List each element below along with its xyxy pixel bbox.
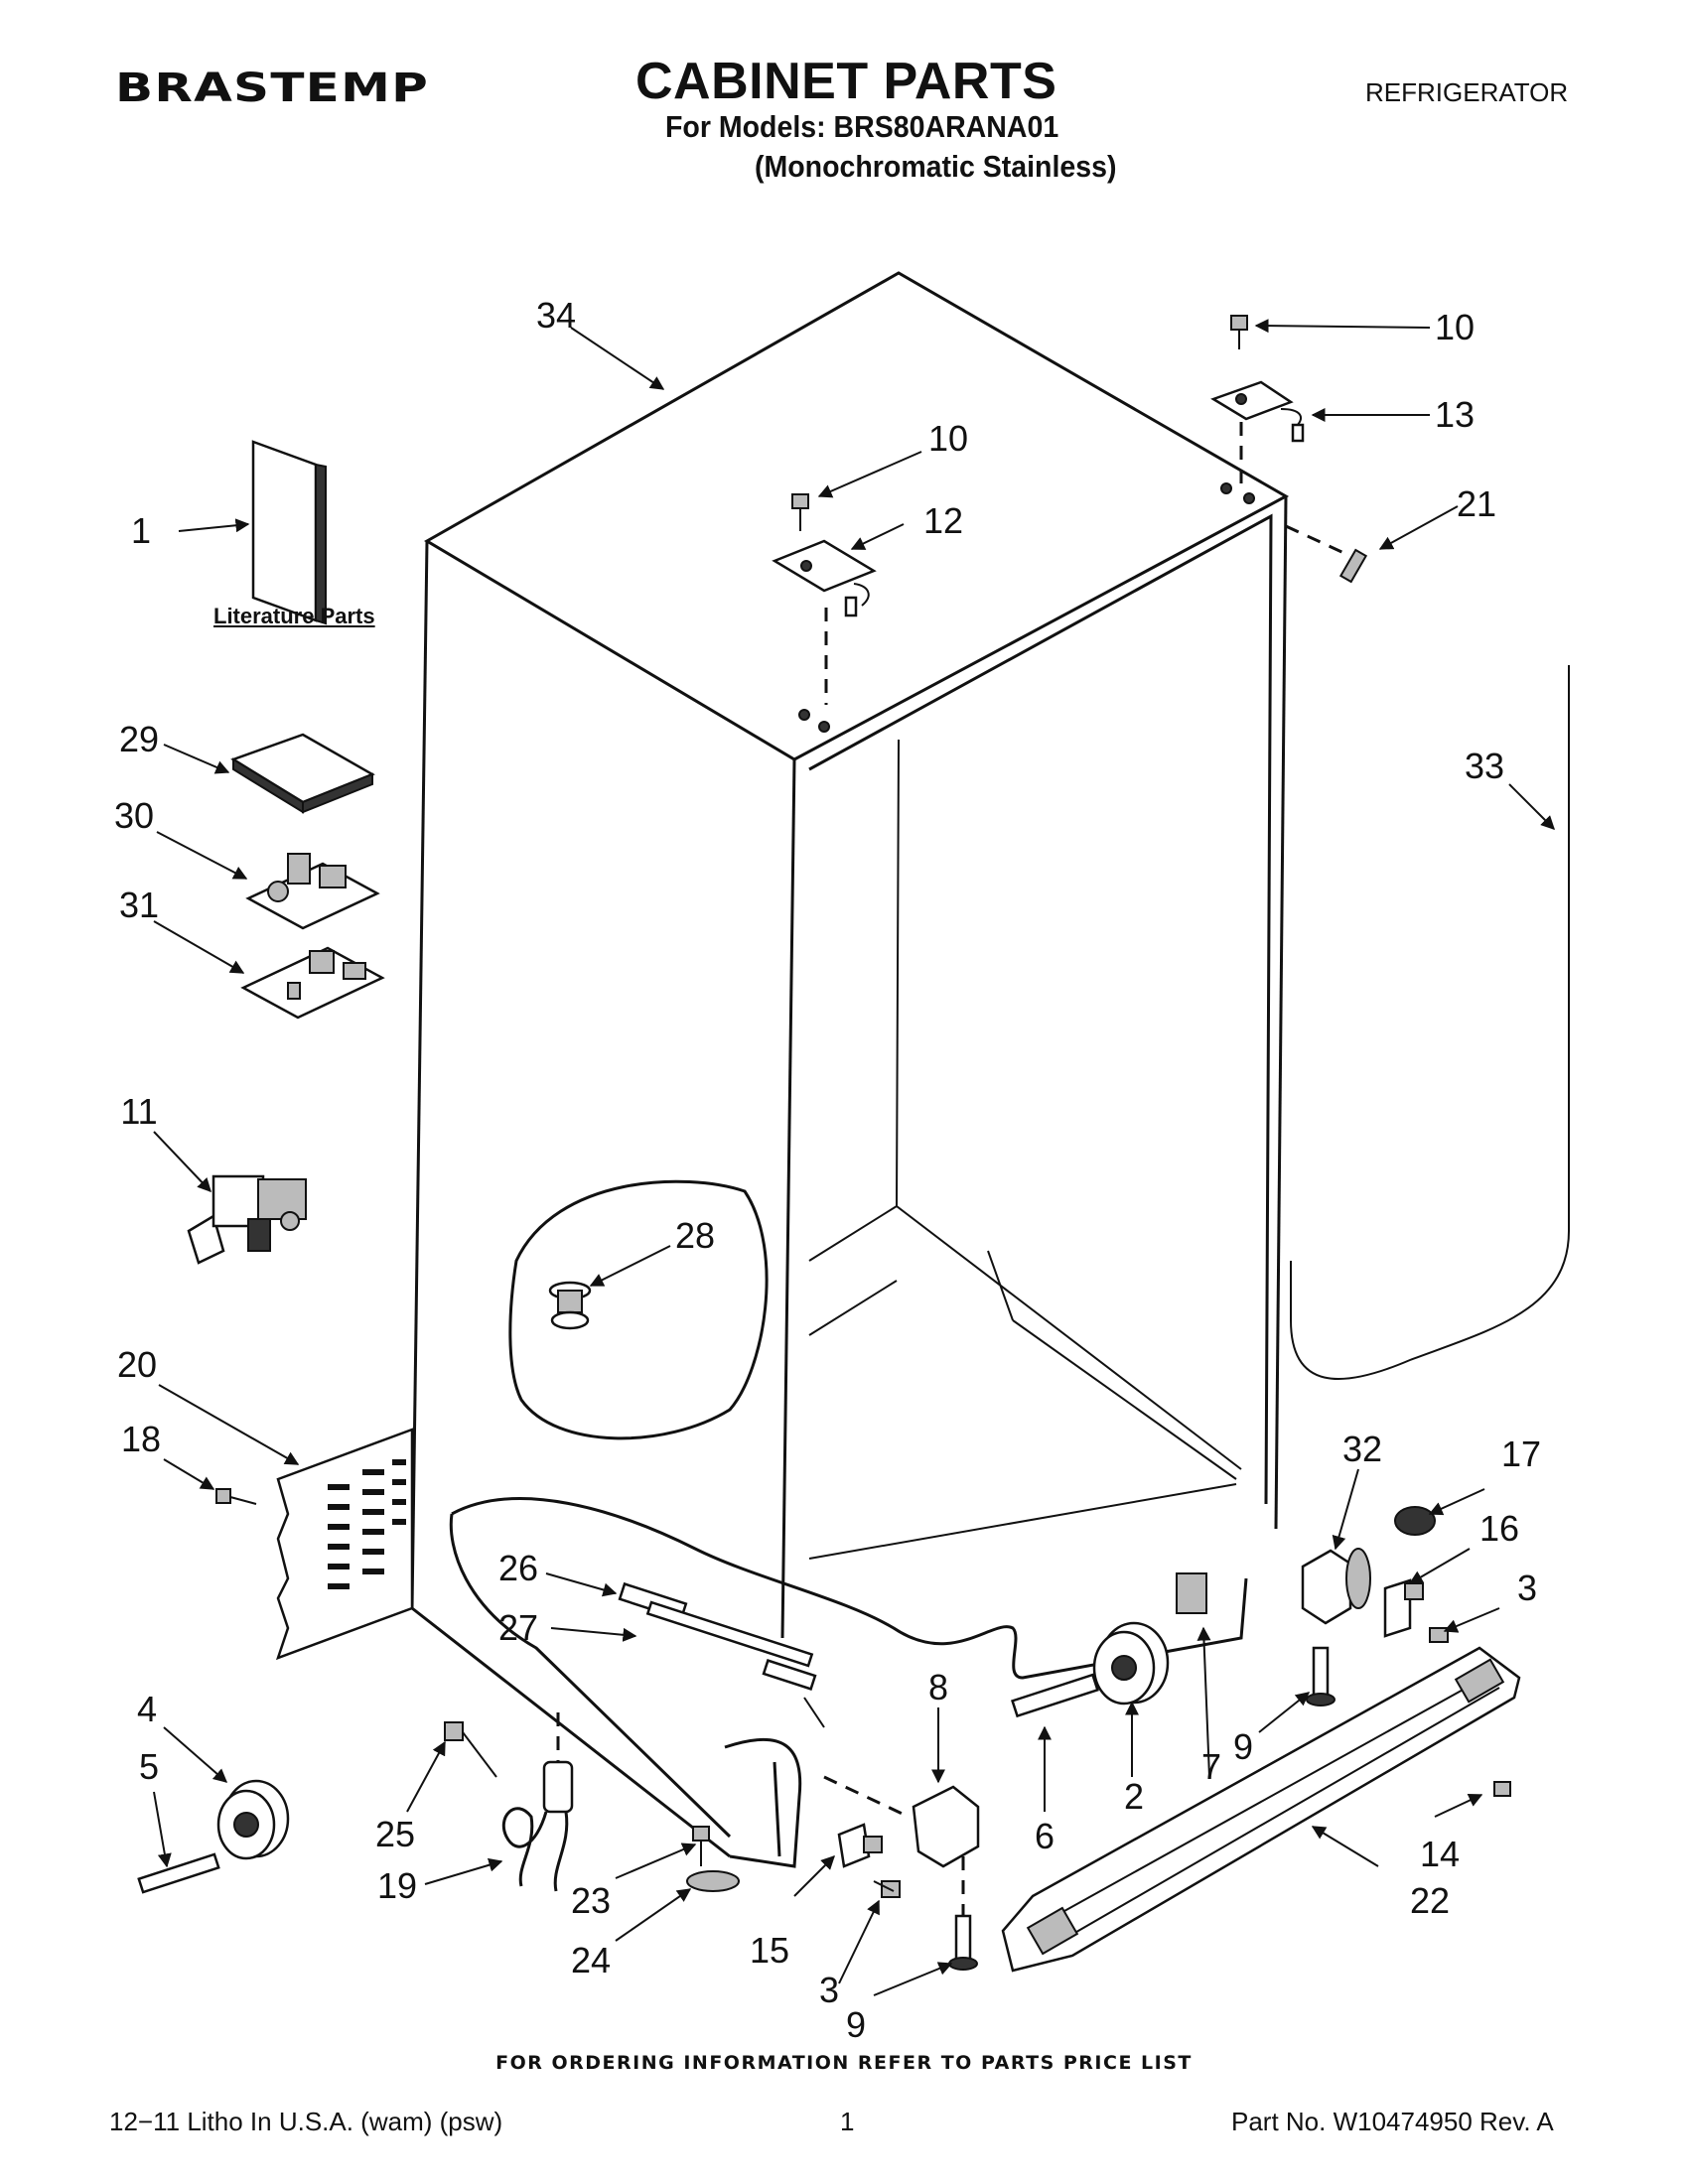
callout-2: 2 xyxy=(1123,1776,1145,1817)
callout-31: 31 xyxy=(118,885,160,925)
callout-1: 1 xyxy=(130,510,152,551)
callout-4: 4 xyxy=(136,1689,158,1729)
callout-6: 6 xyxy=(1034,1816,1055,1856)
ordering-note: FOR ORDERING INFORMATION REFER TO PARTS … xyxy=(495,2052,1193,2074)
callout-10-right: 10 xyxy=(1434,307,1476,347)
front-roller xyxy=(137,1779,290,1894)
literature-booklet xyxy=(251,440,327,625)
callout-15: 15 xyxy=(749,1930,790,1971)
callout-33: 33 xyxy=(1464,746,1505,786)
rear-hinge-bracket xyxy=(1301,1506,1449,1706)
litho-info: 12−11 Litho In U.S.A. (wam) (psw) xyxy=(109,2107,503,2136)
callout-28: 28 xyxy=(674,1215,716,1256)
brand-logo: BRASTEMP xyxy=(115,66,429,111)
callout-27: 27 xyxy=(497,1607,539,1648)
callout-3-right: 3 xyxy=(1516,1568,1538,1608)
water-valve xyxy=(187,1174,307,1265)
rear-roller xyxy=(1011,1621,1170,1718)
product-category: REFRIGERATOR xyxy=(1365,77,1569,107)
power-board xyxy=(245,853,380,930)
callout-14: 14 xyxy=(1419,1834,1461,1874)
literature-parts-label: Literature Parts xyxy=(213,604,375,628)
roller-spacer xyxy=(1176,1572,1207,1614)
callout-20: 20 xyxy=(116,1344,158,1385)
drain-tubes xyxy=(618,1581,825,1728)
callout-25: 25 xyxy=(374,1814,416,1854)
drain-hose xyxy=(444,1712,574,1892)
model-variant: (Monochromatic Stainless) xyxy=(755,149,1117,184)
cabinet-shell xyxy=(410,271,1290,1868)
rear-access-cover xyxy=(275,1428,414,1661)
callout-23: 23 xyxy=(570,1880,612,1921)
callout-7: 7 xyxy=(1200,1746,1222,1787)
callout-30: 30 xyxy=(113,795,155,836)
callout-9-bottom: 9 xyxy=(845,2004,867,2045)
toe-grille xyxy=(1001,1646,1521,1973)
drain-grommet xyxy=(548,1281,592,1330)
callout-13: 13 xyxy=(1434,394,1476,435)
upper-hinge-left xyxy=(772,493,877,733)
callout-18: 18 xyxy=(120,1419,162,1459)
model-numbers: For Models: BRS80ARANA01 xyxy=(665,109,1059,144)
callout-32: 32 xyxy=(1341,1429,1383,1469)
callout-12: 12 xyxy=(922,500,964,541)
callout-3-bottom: 3 xyxy=(818,1970,840,2010)
callout-22: 22 xyxy=(1409,1880,1451,1921)
leveling-foot xyxy=(686,1826,740,1892)
rear-cover-screw xyxy=(215,1488,257,1505)
callout-17: 17 xyxy=(1500,1433,1542,1474)
callout-29: 29 xyxy=(118,719,160,759)
callout-16: 16 xyxy=(1478,1508,1520,1549)
part-number: Part No. W10474950 Rev. A xyxy=(1231,2107,1554,2136)
callout-9-right: 9 xyxy=(1232,1726,1254,1767)
callout-26: 26 xyxy=(497,1548,539,1588)
callout-8: 8 xyxy=(927,1667,949,1707)
page-number: 1 xyxy=(840,2107,855,2136)
callout-34: 34 xyxy=(535,295,577,336)
callout-10-left: 10 xyxy=(927,418,969,459)
upper-hinge-right xyxy=(1210,315,1368,584)
roller-bracket xyxy=(823,1775,980,1971)
callout-21: 21 xyxy=(1456,483,1497,524)
water-line-tube xyxy=(1290,665,1570,1381)
control-board xyxy=(240,946,385,1020)
callout-19: 19 xyxy=(376,1865,418,1906)
page-title: CABINET PARTS xyxy=(635,53,1057,110)
callout-24: 24 xyxy=(570,1940,612,1980)
callout-5: 5 xyxy=(138,1746,160,1787)
callout-11: 11 xyxy=(120,1091,158,1132)
control-cover xyxy=(230,733,375,814)
